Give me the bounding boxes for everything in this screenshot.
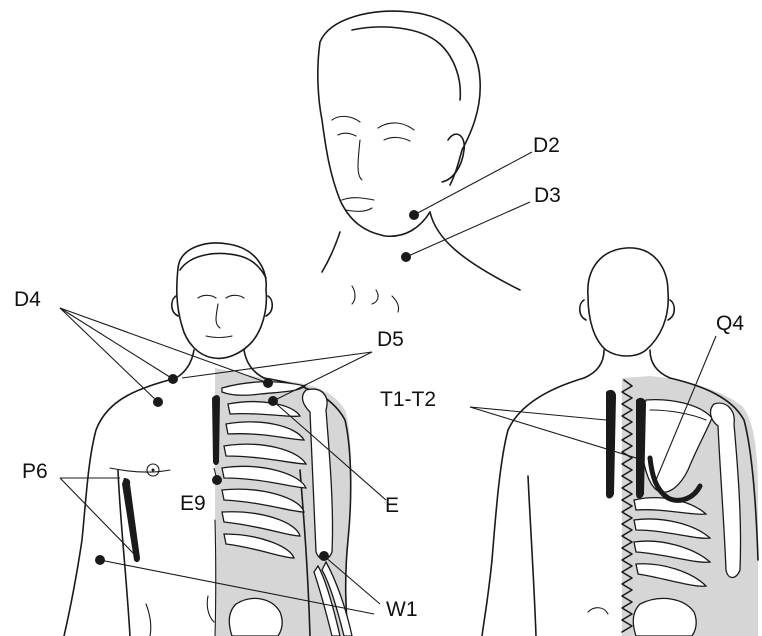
label-e9: E9 xyxy=(180,492,206,515)
bar-t1-t2-left xyxy=(606,390,616,499)
marker-bars xyxy=(122,390,700,562)
label-q4: Q4 xyxy=(716,312,744,335)
label-d4: D4 xyxy=(14,288,41,311)
label-t1-t2: T1-T2 xyxy=(380,388,436,411)
front-torso-illustration xyxy=(64,243,352,636)
label-e: E xyxy=(385,494,399,517)
label-d2: D2 xyxy=(533,134,560,157)
label-d5: D5 xyxy=(377,328,404,351)
label-p6: P6 xyxy=(22,460,48,483)
head-illustration xyxy=(318,11,520,312)
bar-p6-arm xyxy=(122,478,140,562)
label-w1: W1 xyxy=(386,598,418,621)
label-d3: D3 xyxy=(534,184,561,207)
back-torso-illustration xyxy=(482,248,758,636)
bar-sternum xyxy=(212,395,220,465)
